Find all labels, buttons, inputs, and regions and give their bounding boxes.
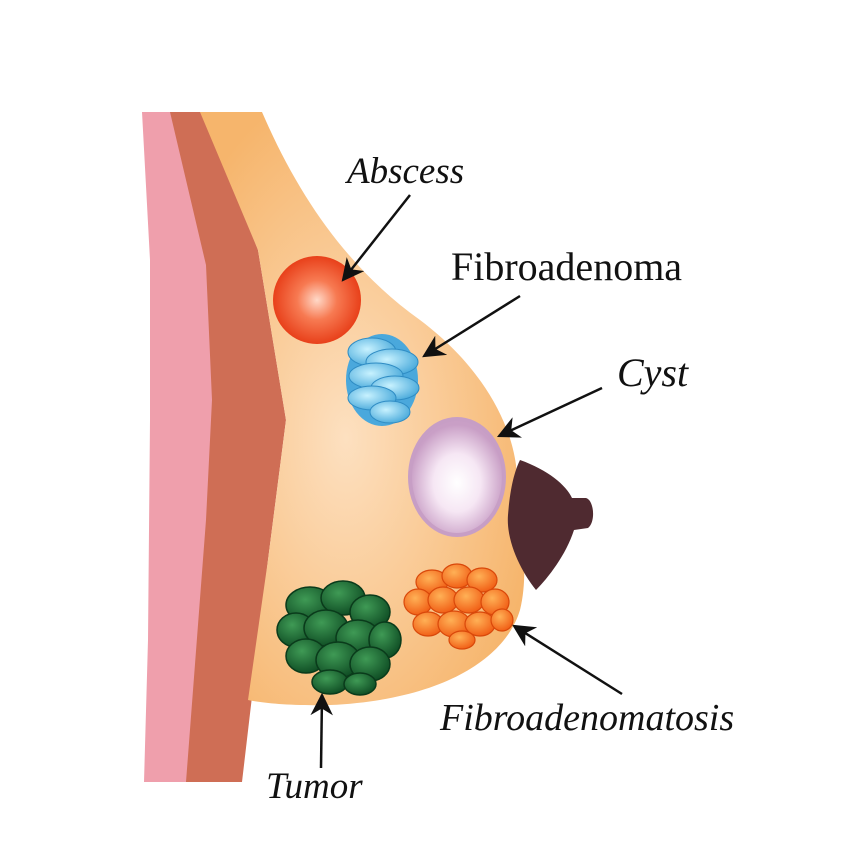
abscess-label: Abscess — [344, 151, 464, 192]
cyst-lesion — [408, 417, 506, 537]
fibroadenoma-label: Fibroadenoma — [451, 244, 682, 289]
muscle-layer — [170, 112, 286, 782]
tumor-label: Tumor — [266, 766, 363, 807]
nipple — [507, 460, 594, 590]
fibroadenoma-arrow — [422, 294, 521, 358]
tumor-arrow — [310, 692, 333, 769]
skin-layer — [142, 112, 214, 782]
fibroadenoma-lesion — [346, 334, 420, 426]
tumor-lesion — [276, 580, 402, 696]
abscess-arrow — [341, 194, 411, 282]
fibroadenomatosis-arrow — [512, 624, 623, 696]
cyst-arrow — [496, 386, 603, 438]
abscess-lesion — [273, 256, 361, 344]
cyst-label: Cyst — [617, 350, 689, 395]
fibroadenomatosis-label: Fibroadenomatosis — [439, 697, 734, 739]
fibroadenomatosis-lesion — [403, 563, 514, 650]
